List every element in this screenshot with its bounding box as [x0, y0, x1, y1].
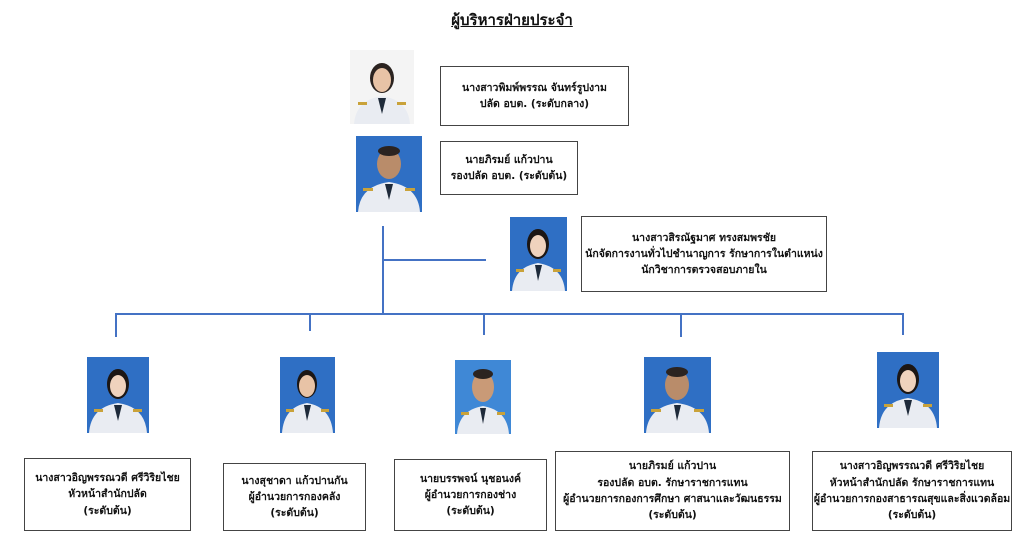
person-position: หัวหน้าสำนักปลัด [68, 488, 147, 501]
connector-to-auditor [383, 259, 486, 261]
person-name: นางสาวสิรณัฐมาศ ทรงสมพรชัย [632, 231, 776, 244]
person-level: (ระดับต้น) [887, 509, 937, 522]
person-position: ผู้อำนวยการกองช่าง [424, 488, 517, 501]
person-position: ผู้อำนวยการกองคลัง [248, 490, 341, 503]
person-level: (ระดับต้น) [446, 505, 495, 518]
person-name: นางสาวพิมพ์พรรณ จันทร์รูปงาม [462, 81, 607, 94]
portrait-department-head-5 [877, 352, 939, 428]
person-position: หัวหน้าสำนักปลัด รักษาราชการแทน [829, 476, 995, 489]
portrait-department-head-1 [87, 357, 149, 433]
connector-vertical-main [382, 226, 384, 314]
person-position-2: นักวิชาการตรวจสอบภายใน [641, 264, 767, 277]
person-position: รองปลัด อบต. (ระดับต้น) [450, 170, 568, 182]
connector-drop-5 [902, 313, 904, 335]
person-name: นายภิรมย์ แก้วปาน [628, 460, 717, 473]
connector-drop-4 [680, 313, 682, 337]
person-position-2: ผู้อำนวยการกองการศึกษา ศาสนาและวัฒนธรรม [563, 493, 782, 505]
connector-horizontal-bus [115, 313, 904, 315]
person-name: นางสาวอิญพรรณวดี ศรีวิริยไชย [839, 460, 985, 473]
card-department-head-4: นายภิรมย์ แก้วปาน รองปลัด อบต. รักษาราชก… [555, 451, 790, 531]
person-name: นายบรรพจน์ นุชอนงค์ [419, 472, 522, 485]
connector-drop-3 [483, 313, 485, 335]
person-name: นายภิรมย์ แก้วปาน [465, 153, 553, 166]
card-department-head-3: นายบรรพจน์ นุชอนงค์ ผู้อำนวยการกองช่าง (… [394, 459, 547, 531]
chart-title: ผู้บริหารฝ่ายประจำ [451, 11, 573, 29]
card-chief-administrator: นางสาวพิมพ์พรรณ จันทร์รูปงาม ปลัด อบต. (… [440, 66, 629, 126]
portrait-department-head-3 [455, 360, 511, 434]
card-department-head-2: นางสุชาดา แก้วปานกัน ผู้อำนวยการกองคลัง … [223, 463, 366, 531]
card-deputy-administrator: นายภิรมย์ แก้วปาน รองปลัด อบต. (ระดับต้น… [440, 141, 578, 195]
person-position: รองปลัด อบต. รักษาราชการแทน [597, 476, 748, 489]
portrait-internal-auditor [510, 217, 567, 291]
card-department-head-1: นางสาวอิญพรรณวดี ศรีวิริยไชย หัวหน้าสำนั… [24, 458, 191, 531]
portrait-chief-administrator [350, 50, 414, 124]
person-level: (ระดับต้น) [83, 504, 132, 517]
person-level: (ระดับต้น) [270, 507, 319, 520]
person-name: นางสุชาดา แก้วปานกัน [241, 474, 348, 487]
person-position-2: ผู้อำนวยการกองสาธารณสุขและสิ่งแวดล้อม [813, 493, 1011, 505]
person-name: นางสาวอิญพรรณวดี ศรีวิริยไชย [35, 472, 180, 485]
portrait-department-head-4 [644, 357, 711, 433]
person-level: (ระดับต้น) [648, 509, 697, 522]
portrait-department-head-2 [280, 357, 335, 433]
card-internal-auditor: นางสาวสิรณัฐมาศ ทรงสมพรชัย นักจัดการงานท… [581, 216, 827, 292]
portrait-deputy-administrator [356, 136, 422, 212]
person-position: ปลัด อบต. (ระดับกลาง) [479, 98, 590, 110]
connector-drop-1 [115, 313, 117, 337]
connector-drop-2 [309, 313, 311, 331]
person-position: นักจัดการงานทั่วไปชำนาญการ รักษาการในตำแ… [585, 247, 823, 260]
card-department-head-5: นางสาวอิญพรรณวดี ศรีวิริยไชย หัวหน้าสำนั… [812, 451, 1012, 531]
